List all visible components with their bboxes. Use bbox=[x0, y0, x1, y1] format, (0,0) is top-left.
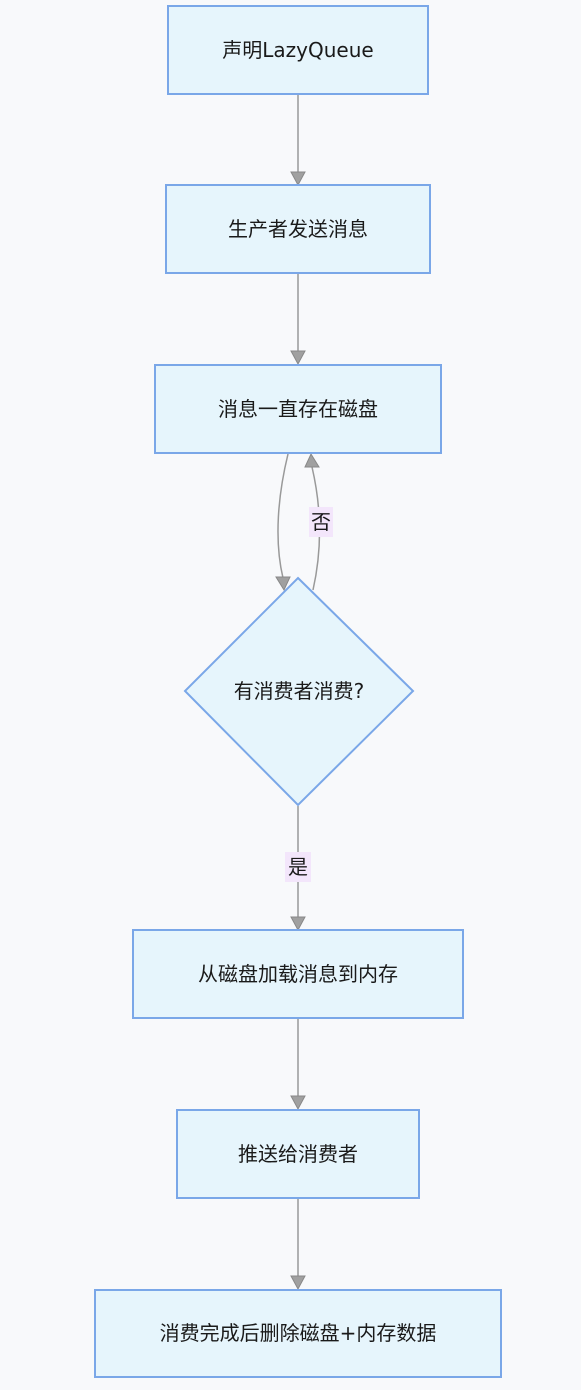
edge-label-yes-text: 是 bbox=[288, 855, 308, 879]
edge-store-to-decision bbox=[275, 453, 291, 592]
node-load-to-memory: 从磁盘加载消息到内存 bbox=[132, 929, 464, 1019]
node-produce-label: 生产者发送消息 bbox=[228, 217, 368, 241]
node-store-on-disk: 消息一直存在磁盘 bbox=[154, 364, 442, 454]
node-delete-data: 消费完成后删除磁盘+内存数据 bbox=[94, 1289, 502, 1378]
edge-push-to-delete bbox=[290, 1198, 306, 1291]
node-push-to-consumer: 推送给消费者 bbox=[176, 1109, 420, 1199]
node-decision-label: 有消费者消费? bbox=[234, 679, 365, 703]
edge-label-yes: 是 bbox=[285, 852, 311, 882]
edge-declare-to-produce bbox=[290, 95, 306, 187]
node-decision-consumer: 有消费者消费? bbox=[183, 576, 415, 807]
node-load-label: 从磁盘加载消息到内存 bbox=[198, 962, 398, 986]
node-producer-send: 生产者发送消息 bbox=[165, 184, 431, 274]
edge-load-to-push bbox=[290, 1019, 306, 1111]
node-declare-lazyqueue: 声明LazyQueue bbox=[167, 5, 429, 95]
node-store-label: 消息一直存在磁盘 bbox=[218, 397, 378, 421]
edge-label-no: 否 bbox=[309, 507, 333, 537]
node-declare-label: 声明LazyQueue bbox=[222, 38, 373, 62]
node-push-label: 推送给消费者 bbox=[238, 1142, 358, 1166]
node-delete-label: 消费完成后删除磁盘+内存数据 bbox=[160, 1321, 437, 1345]
edge-produce-to-store bbox=[290, 274, 306, 366]
edge-label-no-text: 否 bbox=[311, 510, 331, 534]
